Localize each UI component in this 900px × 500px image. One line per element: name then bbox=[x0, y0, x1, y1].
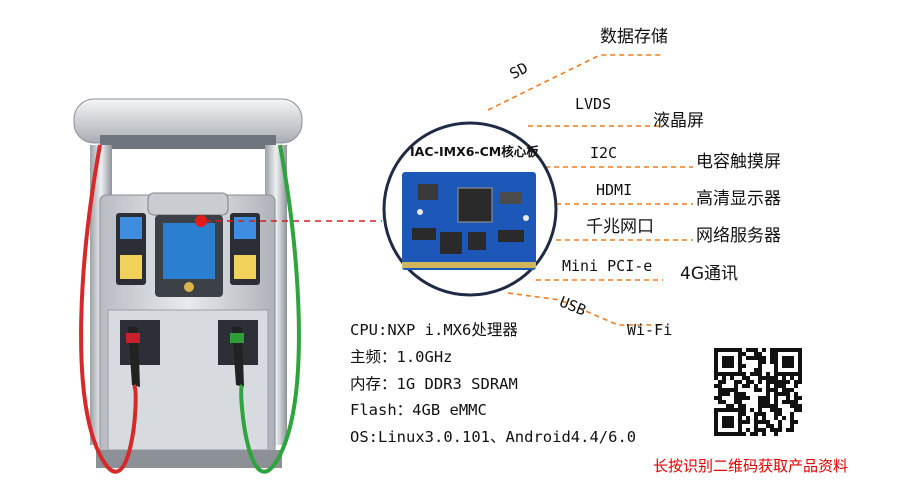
spec-memory: 内存：1G DDR3 SDRAM bbox=[350, 375, 518, 393]
fuel-dispenser-image bbox=[73, 98, 303, 474]
board-title: IAC-IMX6-CM核心板 bbox=[410, 144, 539, 159]
qr-code-image bbox=[714, 348, 802, 436]
function-label-wifi: Wi-Fi bbox=[627, 321, 673, 339]
function-label-touch: 电容触摸屏 bbox=[696, 152, 781, 172]
function-label-storage: 数据存储 bbox=[600, 27, 668, 47]
core-board-image bbox=[382, 121, 558, 297]
function-label-display: 高清显示器 bbox=[696, 189, 781, 209]
spec-os: OS:Linux3.0.101、Android4.4/6.0 bbox=[350, 428, 637, 446]
qr-caption: 长按识别二维码获取产品资料 bbox=[653, 457, 849, 475]
interface-name-minipcie: Mini PCI-e bbox=[562, 257, 653, 275]
function-label-lcd: 液晶屏 bbox=[653, 111, 704, 131]
function-label-4g: 4G通讯 bbox=[680, 264, 738, 284]
interface-name-hdmi: HDMI bbox=[596, 181, 633, 199]
spec-frequency: 主频：1.0GHz bbox=[350, 348, 453, 366]
spec-cpu: CPU:NXP i.MX6处理器 bbox=[350, 321, 518, 339]
spec-flash: Flash：4GB eMMC bbox=[350, 401, 487, 419]
interface-name-i2c: I2C bbox=[590, 144, 618, 162]
function-label-server: 网络服务器 bbox=[696, 226, 781, 246]
interface-name-gige: 千兆网口 bbox=[586, 217, 654, 237]
interface-name-lvds: LVDS bbox=[575, 95, 612, 113]
